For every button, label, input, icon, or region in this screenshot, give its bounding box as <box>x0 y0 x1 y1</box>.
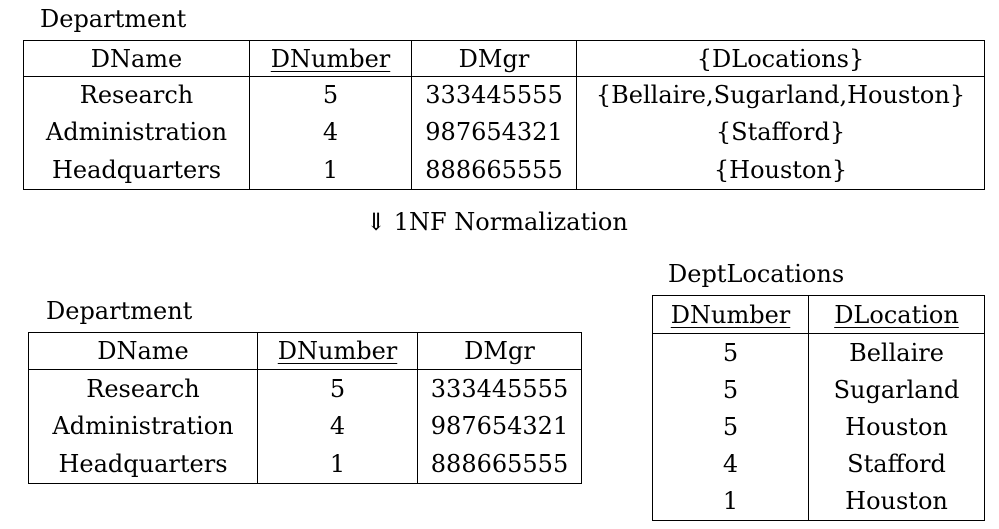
table-header-row: DName DNumber DMgr <box>28 332 582 370</box>
normalization-label: 1NF Normalization <box>393 208 628 236</box>
cell: 1 <box>652 482 809 521</box>
department-table-original: DName DNumber DMgr {DLocations} Research… <box>23 40 985 190</box>
table-row: 5 Bellaire <box>652 333 985 371</box>
cell: 5 <box>652 333 809 371</box>
cell: Research <box>28 369 258 407</box>
cell: 333445555 <box>417 369 582 407</box>
cell: 888665555 <box>411 150 577 190</box>
table-row: 5 Sugarland <box>652 371 985 408</box>
cell: 5 <box>257 369 418 407</box>
dept-locations-caption: DeptLocations <box>668 260 845 288</box>
primary-key-label: DNumber <box>270 44 391 73</box>
column-header-dlocations: {DLocations} <box>576 40 985 77</box>
cell: Administration <box>28 407 258 444</box>
table-row: 4 Stafford <box>652 445 985 482</box>
cell: Bellaire <box>808 333 985 371</box>
cell: 888665555 <box>417 444 582 484</box>
normalization-arrow-label: ⇓ 1NF Normalization <box>366 208 628 236</box>
cell: Headquarters <box>23 150 250 190</box>
table-row: 5 Houston <box>652 408 985 445</box>
department-caption-original: Department <box>40 5 187 33</box>
cell: 5 <box>249 76 412 114</box>
cell: 1 <box>249 150 412 190</box>
cell: Research <box>23 76 250 114</box>
cell: Headquarters <box>28 444 258 484</box>
cell: Houston <box>808 482 985 521</box>
dept-locations-table: DNumber DLocation 5 Bellaire 5 Sugarland… <box>652 295 985 521</box>
cell: 4 <box>257 407 418 444</box>
table-row: Administration 4 987654321 {Stafford} <box>23 113 985 150</box>
cell: 1 <box>257 444 418 484</box>
cell: 5 <box>652 371 809 408</box>
cell: Administration <box>23 113 250 150</box>
department-table-normalized: DName DNumber DMgr Research 5 333445555 … <box>28 332 582 484</box>
cell: 333445555 <box>411 76 577 114</box>
cell: {Bellaire,Sugarland,Houston} <box>576 76 985 114</box>
column-header-dnumber: DNumber <box>257 332 418 370</box>
double-down-arrow-icon: ⇓ <box>366 208 387 236</box>
cell: 5 <box>652 408 809 445</box>
table-header-row: DNumber DLocation <box>652 295 985 334</box>
primary-key-label: DLocation <box>834 300 959 329</box>
table-row: Headquarters 1 888665555 <box>28 444 582 484</box>
cell: Stafford <box>808 445 985 482</box>
table-row: Headquarters 1 888665555 {Houston} <box>23 150 985 190</box>
cell: 987654321 <box>417 407 582 444</box>
table-header-row: DName DNumber DMgr {DLocations} <box>23 40 985 77</box>
column-header-dlocation: DLocation <box>808 295 985 334</box>
cell: Sugarland <box>808 371 985 408</box>
table-row: Research 5 333445555 {Bellaire,Sugarland… <box>23 76 985 114</box>
cell: {Stafford} <box>576 113 985 150</box>
column-header-dnumber: DNumber <box>249 40 412 77</box>
table-row: Administration 4 987654321 <box>28 407 582 444</box>
department-caption-normalized: Department <box>46 297 193 325</box>
cell: 987654321 <box>411 113 577 150</box>
table-row: Research 5 333445555 <box>28 369 582 407</box>
cell: {Houston} <box>576 150 985 190</box>
primary-key-label: DNumber <box>277 337 398 365</box>
cell: Houston <box>808 408 985 445</box>
cell: 4 <box>249 113 412 150</box>
column-header-dname: DName <box>28 332 258 370</box>
column-header-dmgr: DMgr <box>417 332 582 370</box>
column-header-dmgr: DMgr <box>411 40 577 77</box>
primary-key-label: DNumber <box>670 300 791 329</box>
column-header-dnumber: DNumber <box>652 295 809 334</box>
cell: 4 <box>652 445 809 482</box>
column-header-dname: DName <box>23 40 250 77</box>
table-row: 1 Houston <box>652 482 985 521</box>
